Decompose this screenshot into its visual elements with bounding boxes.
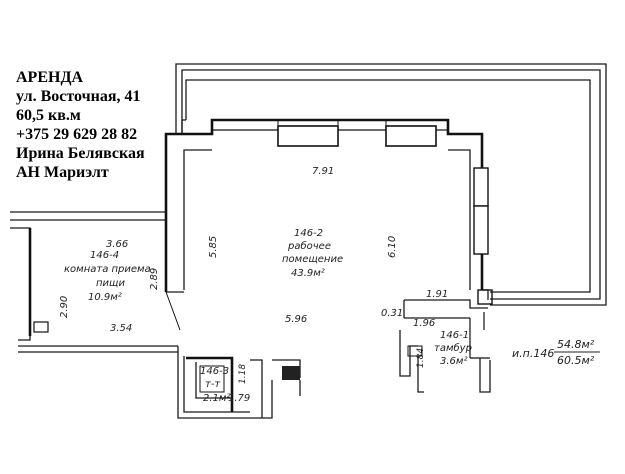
listing-contact: Ирина Белявская: [16, 145, 145, 162]
room-146-4-label: 146-4 комната приема пищи 10.9м²: [64, 250, 151, 303]
room-146-1-name1: тамбур: [434, 342, 472, 354]
room-146-3-id: 146-3: [200, 366, 229, 377]
listing-phone: +375 29 629 28 82: [16, 126, 138, 143]
room-146-4-name2: пищи: [96, 278, 125, 289]
dim-vest-small: 0.31: [381, 308, 403, 319]
dim-left-height: 5.85: [208, 236, 219, 258]
room-146-2-area: 43.9м²: [291, 268, 325, 279]
room-146-2-id: 146-2: [294, 228, 323, 239]
room-146-2-name2: помещение: [282, 254, 343, 265]
dim-vest-height: 1.84: [416, 348, 426, 368]
dim-room4-width: 3.66: [106, 239, 128, 250]
dim-wc-width: 1.79: [228, 393, 250, 404]
listing-area: 60,5 кв.м: [16, 107, 81, 124]
lower-walls: [177, 289, 493, 419]
listing-title: АРЕНДА: [16, 69, 84, 86]
listing-agency: АН Мариэлт: [16, 164, 109, 181]
unit-id: и.п.146: [512, 347, 554, 360]
dim-right-height: 6.10: [387, 236, 398, 258]
main-room-walls: [164, 118, 489, 293]
dim-vest-top: 1.91: [426, 289, 448, 300]
dimension-labels: 7.91 5.85 6.10 5.96 3.66 2.90 3.54 2.89 …: [59, 166, 448, 404]
room-146-2-name1: рабочее: [287, 240, 331, 252]
room-146-1-area: 3.6м²: [440, 356, 467, 367]
area-total: 60.5м²: [557, 354, 595, 367]
dim-vest-width: 1.96: [413, 318, 435, 329]
area-summary: и.п.146 54.8м² 60.5м²: [512, 338, 600, 367]
dim-bottom-width: 5.96: [285, 314, 307, 325]
room-146-3-area: 2.1м²: [203, 393, 230, 404]
room-146-3-name1: т-т: [205, 379, 221, 390]
room-146-2-label: 146-2 рабочее помещение 43.9м²: [282, 228, 343, 279]
room-146-4-walls: [10, 211, 181, 353]
dim-room4-bottom: 3.54: [110, 323, 132, 334]
dim-top-width: 7.91: [312, 166, 334, 177]
dim-wc-height: 1.18: [238, 364, 248, 384]
room-146-3-label: 146-3 т-т 2.1м²: [200, 366, 230, 404]
area-main: 54.8м²: [557, 338, 595, 351]
room-146-4-area: 10.9м²: [88, 292, 122, 303]
room-146-1-label: 146-1 тамбур 3.6м²: [434, 330, 472, 367]
room-146-1-id: 146-1: [440, 330, 469, 341]
terrace-outline: [175, 63, 607, 306]
dim-room4-side: 2.89: [149, 268, 160, 290]
listing-address: ул. Восточная, 41: [16, 88, 141, 105]
room-146-4-id: 146-4: [90, 250, 119, 261]
dim-room4-height: 2.90: [59, 296, 70, 318]
listing-info: АРЕНДА ул. Восточная, 41 60,5 кв.м +375 …: [16, 68, 145, 182]
room-146-4-name1: комната приема: [64, 264, 151, 275]
